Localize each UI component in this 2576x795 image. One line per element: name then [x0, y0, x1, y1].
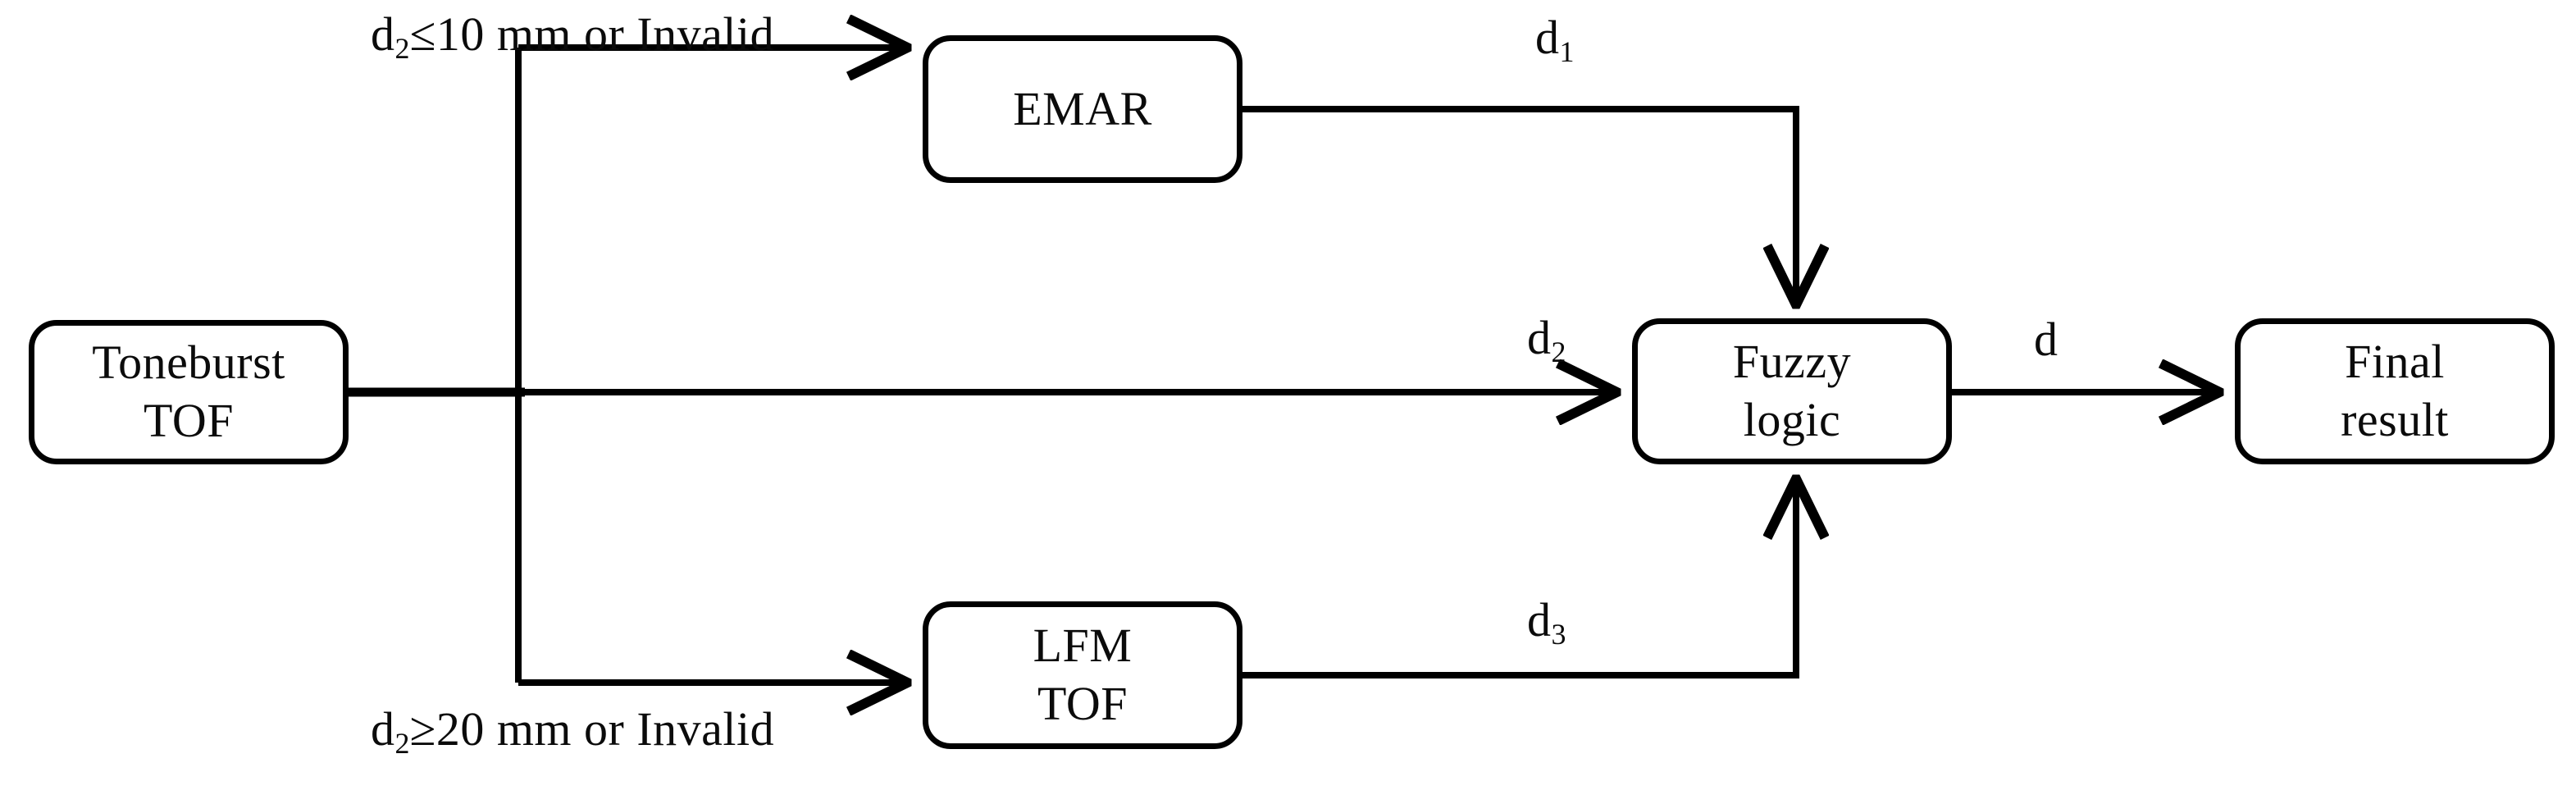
edge-label-d3: d3 — [1527, 592, 1566, 651]
node-fuzzy-logic-line-1: Fuzzy — [1732, 335, 1852, 389]
edge-label-d: d — [2034, 312, 2059, 371]
node-toneburst-tof[interactable]: Toneburst TOF — [29, 320, 349, 464]
edge-label-condition-upper-sub: 2 — [394, 32, 410, 66]
edge-label-condition-lower-tail: ≥20 mm or Invalid — [409, 702, 775, 756]
edge-label-condition-upper: d2≤10 mm or Invalid — [371, 7, 774, 66]
node-toneburst-tof-line-2: TOF — [143, 394, 235, 447]
edge-label-condition-lower-sub: 2 — [394, 727, 410, 761]
edge-label-d2-base: d — [1527, 311, 1552, 364]
edge-label-d1-base: d — [1535, 11, 1560, 64]
node-fuzzy-logic[interactable]: Fuzzy logic — [1632, 318, 1952, 464]
edge-label-d1-sub: 1 — [1559, 35, 1575, 69]
edge-label-d-base: d — [2034, 313, 2059, 366]
node-emar-line-1: EMAR — [1013, 81, 1152, 135]
node-toneburst-tof-line-1: Toneburst — [92, 336, 285, 390]
node-emar[interactable]: EMAR — [923, 35, 1242, 183]
node-lfm-tof-line-1: LFM — [1033, 619, 1133, 673]
edge-label-d3-base: d — [1527, 593, 1552, 647]
edge-label-condition-upper-base: d — [371, 7, 395, 61]
edge-label-d2-sub: 2 — [1551, 336, 1566, 369]
node-lfm-tof[interactable]: LFM TOF — [923, 601, 1242, 749]
node-final-result[interactable]: Final result — [2235, 318, 2555, 464]
node-final-result-line-1: Final — [2345, 335, 2445, 389]
edge-label-condition-upper-tail: ≤10 mm or Invalid — [409, 7, 775, 61]
edge-label-d3-sub: 3 — [1551, 618, 1566, 651]
connector-lfm-to-fuzzy — [1242, 480, 1796, 678]
connector-emar-to-fuzzy — [1242, 106, 1796, 304]
node-fuzzy-logic-line-2: logic — [1743, 393, 1841, 446]
edge-label-condition-lower-base: d — [371, 702, 395, 756]
edge-label-d1: d1 — [1535, 10, 1574, 69]
edge-label-d2: d2 — [1527, 310, 1566, 369]
node-final-result-line-2: result — [2341, 393, 2449, 446]
edge-label-condition-lower: d2≥20 mm or Invalid — [371, 701, 774, 761]
node-lfm-tof-line-2: TOF — [1037, 677, 1128, 730]
